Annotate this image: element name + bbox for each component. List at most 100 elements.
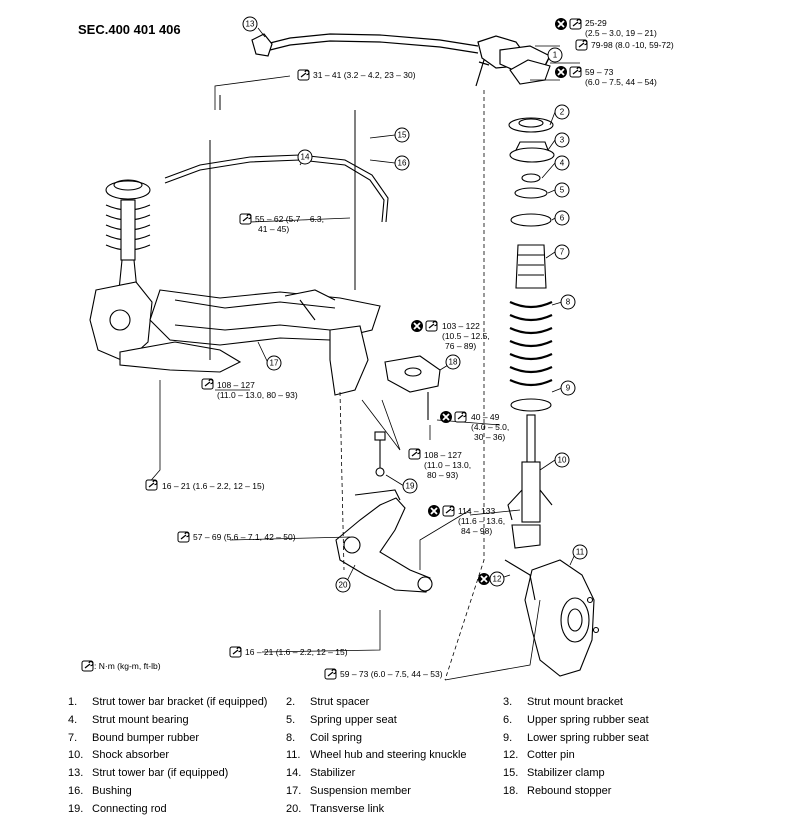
- callout-13: 13: [242, 16, 258, 32]
- legend-item: 9.Lower spring rubber seat: [503, 732, 649, 744]
- legend-item: 13. Strut tower bar (if equipped): [68, 767, 228, 779]
- legend-number: 3.: [503, 696, 513, 708]
- svg-text:13: 13: [246, 20, 255, 29]
- svg-text:(10.5 – 12.5,: (10.5 – 12.5,: [442, 331, 490, 341]
- legend-number: 2.: [286, 696, 296, 708]
- legend-number: 10.: [68, 749, 84, 762]
- legend-number: 19.: [68, 802, 84, 815]
- callout-7: 7: [554, 244, 570, 260]
- svg-text:40 – 49: 40 – 49: [471, 412, 500, 422]
- torque-103-122: 103 – 122 (10.5 – 12.5, 76 – 89): [410, 319, 490, 351]
- svg-text:8: 8: [566, 298, 571, 307]
- callout-10: 10: [554, 452, 570, 468]
- section-title: SEC.400 401 406: [78, 22, 181, 37]
- svg-text:80 – 93): 80 – 93): [427, 470, 458, 480]
- svg-text:(11.0 – 13.0, 80 – 93): (11.0 – 13.0, 80 – 93): [217, 390, 298, 400]
- legend-number: 12.: [503, 749, 519, 762]
- legend-label: Lower spring rubber seat: [527, 731, 649, 744]
- legend-item: 11.Wheel hub and steering knuckle: [286, 749, 467, 761]
- torque-25-29: 25-29 (2.5 – 3.0, 19 – 21): [554, 17, 657, 38]
- legend-item: 1.Strut tower bar bracket (if equipped): [68, 696, 267, 708]
- svg-text:4: 4: [560, 159, 565, 168]
- svg-text:16 – 21 (1.6 – 2.2, 12 – 15): 16 – 21 (1.6 – 2.2, 12 – 15): [162, 481, 265, 491]
- svg-text:57 – 69 (5.6 – 7.1, 42 – 50): 57 – 69 (5.6 – 7.1, 42 – 50): [193, 532, 296, 542]
- svg-text:59 – 73: 59 – 73: [585, 67, 614, 77]
- svg-text:30 – 36): 30 – 36): [474, 432, 505, 442]
- legend-number: 4.: [68, 713, 78, 726]
- torque-79-98: 79-98 (8.0 -10, 59-72): [575, 39, 674, 51]
- legend-label: Upper spring rubber seat: [527, 713, 649, 726]
- svg-text:108 – 127: 108 – 127: [217, 380, 255, 390]
- legend-number: 16.: [68, 785, 84, 797]
- legend-label: Bound bumper rubber: [92, 731, 200, 744]
- callout-20: 20: [335, 577, 351, 593]
- svg-text:31 – 41 (3.2 – 4.2, 23 – 30): 31 – 41 (3.2 – 4.2, 23 – 30): [313, 70, 416, 80]
- legend-item: 5.Spring upper seat: [286, 714, 397, 726]
- legend-item: 2. Strut spacer: [286, 696, 369, 708]
- torque-57-69: 57 – 69 (5.6 – 7.1, 42 – 50): [177, 531, 296, 543]
- callout-15: 15: [394, 127, 410, 143]
- legend-item: 18.Rebound stopper: [503, 785, 611, 797]
- legend-label: Strut spacer: [310, 696, 370, 708]
- svg-text:(2.5 – 3.0, 19 – 21): (2.5 – 3.0, 19 – 21): [585, 28, 657, 38]
- svg-text:19: 19: [406, 482, 415, 491]
- legend-item: 14.Stabilizer: [286, 767, 355, 779]
- torque-16-21-bottom: 16 – 21 (1.6 – 2.2, 12 – 15): [229, 646, 348, 658]
- stabilizer: [209, 95, 356, 360]
- torque-55-62: 55 – 62 (5.7 – 6.3, 41 – 45): [239, 213, 324, 234]
- svg-text:(11.0 – 13.0,: (11.0 – 13.0,: [424, 460, 471, 470]
- callout-3: 3: [554, 132, 570, 148]
- svg-text:17: 17: [270, 359, 279, 368]
- svg-text:10: 10: [558, 456, 567, 465]
- svg-text:59 – 73 (6.0 – 7.5, 44 – 53): 59 – 73 (6.0 – 7.5, 44 – 53): [340, 669, 443, 679]
- svg-text:84 – 98): 84 – 98): [461, 526, 492, 536]
- svg-text:16: 16: [398, 159, 407, 168]
- legend-label: Cotter pin: [527, 749, 575, 762]
- legend-number: 18.: [503, 785, 519, 797]
- legend-number: 15.: [503, 767, 519, 780]
- legend-item: 19. Connecting rod: [68, 803, 167, 815]
- callout-16: 16: [394, 155, 410, 171]
- torque-59-73-top: 59 – 73 (6.0 – 7.5, 44 – 54): [554, 65, 657, 87]
- legend-label: Stabilizer clamp: [527, 767, 605, 780]
- svg-text:6: 6: [560, 214, 565, 223]
- transverse-link: [335, 489, 433, 593]
- torque-31-41: 31 – 41 (3.2 – 4.2, 23 – 30): [297, 69, 416, 81]
- wheel-hub-knuckle: [504, 559, 600, 677]
- callout-14: 14: [297, 149, 313, 165]
- svg-text:55 – 62 (5.7 – 6.3,: 55 – 62 (5.7 – 6.3,: [255, 214, 324, 224]
- legend-label: Stabilizer: [310, 767, 356, 780]
- svg-text:20: 20: [339, 581, 348, 590]
- svg-text:(11.6 – 13.6,: (11.6 – 13.6,: [458, 516, 505, 526]
- svg-text:15: 15: [398, 131, 407, 140]
- legend-item: 16.Bushing: [68, 785, 132, 797]
- callout-2: 2: [554, 104, 570, 120]
- legend-label: Suspension member: [310, 785, 411, 797]
- svg-text:114 – 133: 114 – 133: [458, 506, 495, 516]
- legend-item: 17. Suspension member: [286, 785, 411, 797]
- connecting-rod: [374, 431, 386, 477]
- legend-label: Connecting rod: [92, 802, 167, 815]
- legend-number: 17.: [286, 785, 302, 797]
- torque-16-21-left: 16 – 21 (1.6 – 2.2, 12 – 15): [145, 479, 265, 491]
- svg-text:(4.0 – 5.0,: (4.0 – 5.0,: [471, 422, 509, 432]
- svg-text:9: 9: [566, 384, 571, 393]
- legend-item: 8.Coil spring: [286, 732, 362, 744]
- legend-label: Strut mount bracket: [527, 696, 623, 708]
- svg-text:79-98 (8.0 -10, 59-72): 79-98 (8.0 -10, 59-72): [591, 40, 674, 50]
- legend-label: Strut tower bar (if equipped): [92, 767, 229, 780]
- legend-item: 7.Bound bumper rubber: [68, 732, 199, 744]
- legend-number: 13.: [68, 767, 84, 780]
- svg-text:(6.0 – 7.5, 44 – 54): (6.0 – 7.5, 44 – 54): [585, 77, 657, 87]
- legend-number: 5.: [286, 713, 296, 726]
- torque-specs: 25-29 (2.5 – 3.0, 19 – 21) 79-98 (8.0 -1…: [145, 17, 674, 680]
- svg-text:14: 14: [301, 153, 310, 162]
- svg-text:108 – 127: 108 – 127: [424, 450, 462, 460]
- legend-label: Shock absorber: [92, 749, 170, 762]
- callout-5: 5: [554, 182, 570, 198]
- svg-text:25-29: 25-29: [585, 18, 607, 28]
- svg-text:76 – 89): 76 – 89): [445, 341, 476, 351]
- legend-label: Coil spring: [310, 731, 362, 744]
- callouts: 13 1 2 3 4 5 6 7 8 9 10 11 12 14 15 16 1…: [242, 16, 588, 593]
- callout-18: 18: [445, 354, 461, 370]
